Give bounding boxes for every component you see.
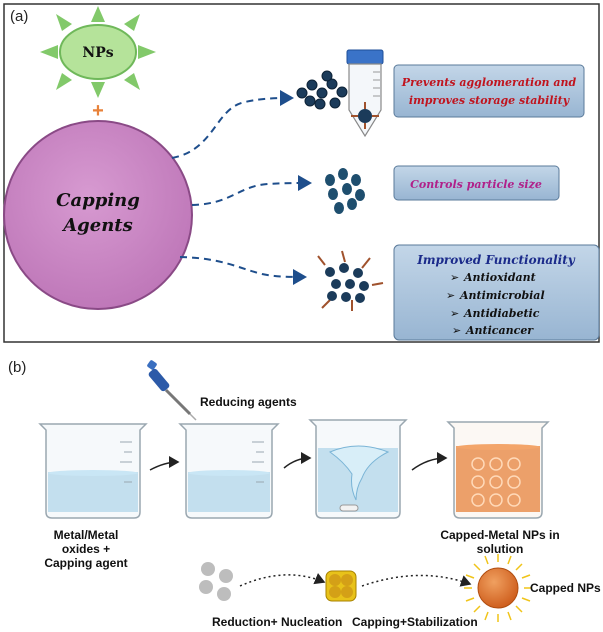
functionality-box [393,244,600,341]
arrow-step-1 [149,456,180,471]
capped-nps-label: Capped NPs [530,581,601,595]
functionality-title: Improved Functionality [416,253,576,267]
agglomerated-particles-icon [296,70,348,110]
size-controlled-particles-icon [325,168,365,214]
panel-b-label: (b) [8,359,26,376]
functionalized-particles-icon [317,250,384,311]
beaker-3-icon [308,419,408,519]
arrow-to-particle-size [191,175,312,206]
arrow-bullet-icon: ➢ [450,271,459,284]
reducing-agents-label: Reducing agents [200,395,297,409]
particle-size-text: Controls particle size [410,178,542,191]
capping-label-line2: Agents [61,215,133,236]
capping-agents-circle [3,120,193,310]
functionality-item: Anticancer [465,324,534,337]
agglomeration-box [393,64,585,118]
beaker-1-label-line1: Metal/Metal [54,528,119,542]
panel-a-label: (a) [10,8,28,25]
arrow-step-2 [283,452,312,469]
arrow-bullet-icon: ➢ [452,324,461,337]
beaker-2-icon [178,423,280,519]
agglomeration-line1: Prevents agglomeration and [401,76,577,89]
arrow-bullet-icon: ➢ [446,289,455,302]
nps-label: NPs [82,45,113,61]
beaker-1-label-line3: Capping agent [44,556,127,570]
beaker-1-icon [38,423,148,519]
functionality-item: Antioxidant [463,271,536,284]
functionality-item: Antimicrobial [459,289,545,302]
capping-stabilization-label: Capping+Stabilization [352,615,478,629]
pipette-icon [147,360,197,421]
vial-icon [346,49,384,138]
capped-np-icon [464,554,532,622]
beaker-4-icon [446,421,550,519]
arrow-bullet-icon: ➢ [450,307,459,320]
dotted-arrow-2 [361,574,472,587]
reduction-nucleation-label: Reduction+ Nucleation [212,615,342,629]
nuclei-spheres-icon [199,562,233,601]
capped-cluster-icon [325,570,357,602]
nps-sun-icon [40,6,156,98]
arrow-step-3 [411,452,448,471]
capping-label-line1: Capping [56,190,140,211]
beaker-4-label-line2: solution [477,542,524,556]
agglomeration-line2: improves storage stability [409,94,571,107]
beaker-4-label-line1: Capped-Metal NPs in [440,528,559,542]
beaker-1-label-line2: oxides + [62,542,110,556]
particle-size-box [393,165,560,201]
arrow-to-agglomeration [171,90,294,159]
plus-symbol: + [92,100,104,122]
dotted-arrow-1 [239,573,326,587]
panel-a-frame [3,3,600,343]
arrow-to-functionality [179,256,307,285]
functionality-item: Antidiabetic [463,307,540,320]
functionality-list: ➢ Antioxidant ➢ Antimicrobial ➢ Antidiab… [446,271,545,337]
